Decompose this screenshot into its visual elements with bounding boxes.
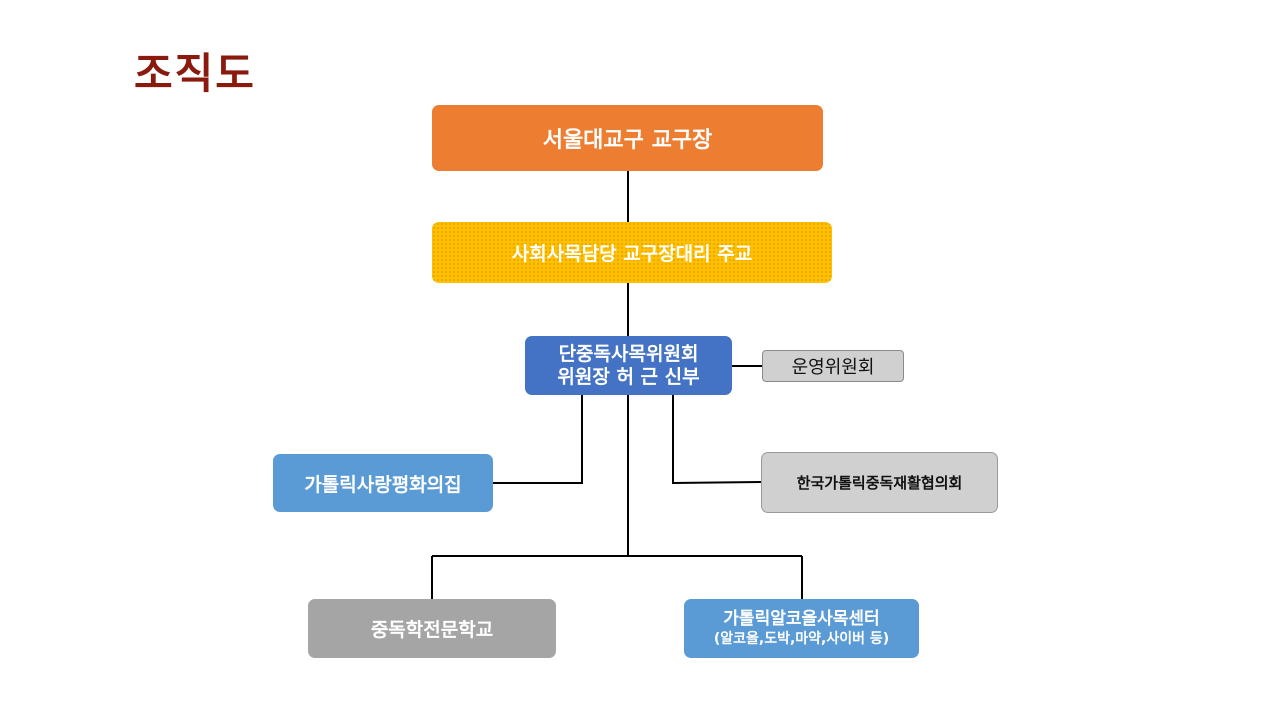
archbishop-label: 서울대교구 교구장 xyxy=(542,128,713,153)
peace-house-label: 가톨릭사랑평화의집 xyxy=(304,473,462,496)
peace-house-box: 가톨릭사랑평화의집 xyxy=(273,454,493,512)
korea-council-label: 한국가톨릭중독재활협의회 xyxy=(796,474,963,492)
vicar-label: 사회사목담당 교구장대리 주교 xyxy=(511,243,753,265)
center-name: 가톨릭알코올사목센터 xyxy=(723,609,880,630)
archbishop-box: 서울대교구 교구장 xyxy=(432,105,823,171)
committee-name: 단중독사목위원회 xyxy=(558,342,699,365)
connector-committee-korea-council xyxy=(672,395,762,485)
committee-box: 단중독사목위원회 위원장 허 근 신부 xyxy=(525,336,732,395)
korea-council-box: 한국가톨릭중독재활협의회 xyxy=(761,452,998,513)
committee-chair: 위원장 허 근 신부 xyxy=(557,365,700,388)
school-label: 중독학전문학교 xyxy=(370,619,494,641)
vicar-box: 사회사목담당 교구장대리 주교 xyxy=(432,222,832,283)
connector-committee-peace-house xyxy=(493,395,583,484)
page-title: 조직도 xyxy=(134,49,256,98)
operations-committee-label: 운영위원회 xyxy=(791,357,875,378)
school-box: 중독학전문학교 xyxy=(308,599,556,658)
center-scope: (알코올,도박,마약,사이버 등) xyxy=(713,631,890,648)
operations-committee-box: 운영위원회 xyxy=(762,350,904,382)
center-box: 가톨릭알코올사목센터 (알코올,도박,마약,사이버 등) xyxy=(684,599,919,658)
